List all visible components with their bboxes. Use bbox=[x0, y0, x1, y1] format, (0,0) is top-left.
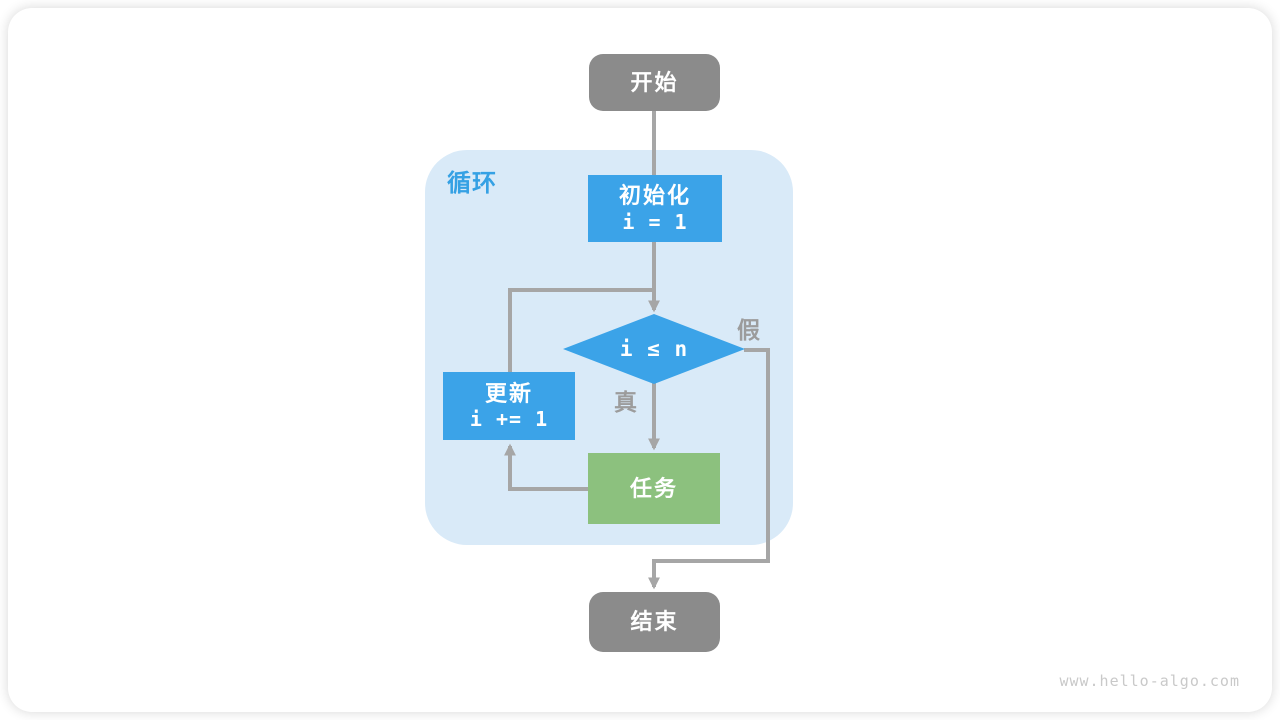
node-end: 结束 bbox=[589, 592, 720, 652]
node-start: 开始 bbox=[589, 54, 720, 111]
node-initialize-title: 初始化 bbox=[618, 183, 691, 209]
node-update: 更新 i += 1 bbox=[443, 372, 575, 440]
node-condition-code: i ≤ n bbox=[619, 336, 689, 361]
edge-label-false: 假 bbox=[737, 317, 760, 343]
node-update-code: i += 1 bbox=[469, 407, 549, 432]
node-initialize: 初始化 i = 1 bbox=[588, 175, 722, 242]
loop-label: 循环 bbox=[447, 170, 497, 197]
node-update-title: 更新 bbox=[484, 380, 533, 406]
node-task: 任务 bbox=[588, 453, 720, 524]
edge-label-true: 真 bbox=[614, 389, 637, 415]
node-start-label: 开始 bbox=[630, 69, 679, 95]
node-initialize-code: i = 1 bbox=[622, 209, 688, 234]
node-end-label: 结束 bbox=[630, 609, 679, 635]
watermark-text: www.hello-algo.com bbox=[1059, 672, 1240, 690]
node-task-label: 任务 bbox=[629, 475, 678, 501]
